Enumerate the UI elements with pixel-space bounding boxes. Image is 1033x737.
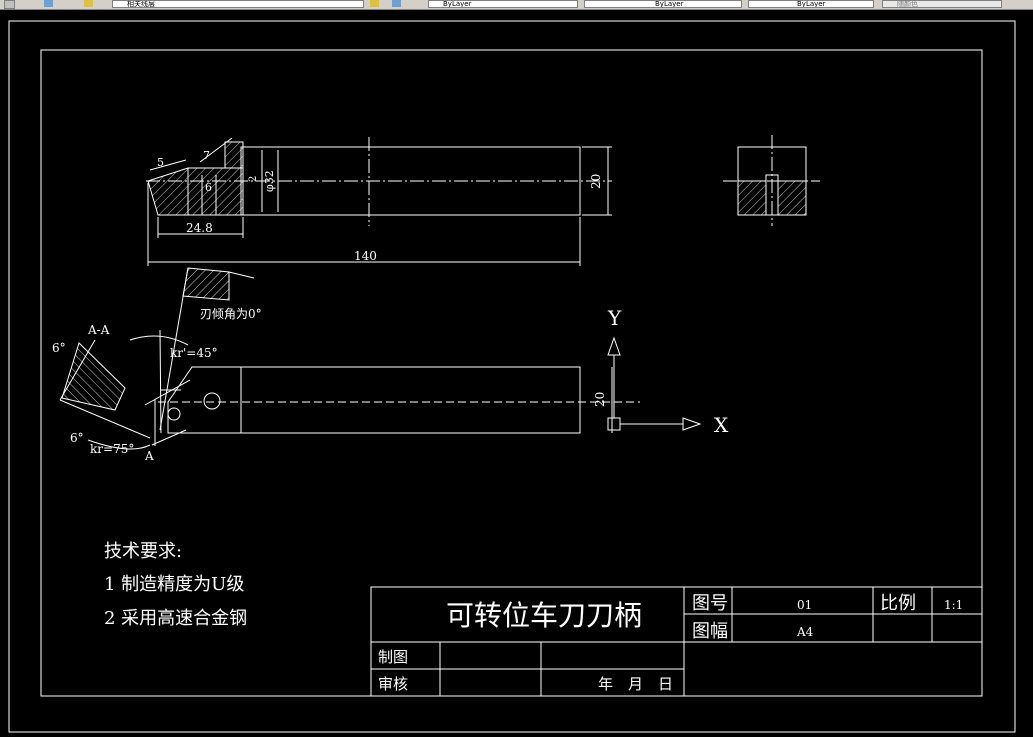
drawn-label: 制图 xyxy=(378,648,408,666)
layer-dropdown[interactable]: 相关线层 xyxy=(112,0,364,8)
color-dropdown[interactable]: ByLayer xyxy=(428,0,578,8)
layer-state-icon[interactable] xyxy=(44,0,53,7)
dim-plan-20: 20 xyxy=(593,392,607,407)
tech-requirements-heading: 技术要求: xyxy=(104,541,182,562)
scale-label: 比例 xyxy=(880,593,916,614)
dim-140: 140 xyxy=(354,249,377,263)
tech-requirement-1: 1 制造精度为U级 xyxy=(104,574,244,595)
dim-7: 7 xyxy=(203,149,210,162)
dim-phi32: φ32 xyxy=(263,170,276,192)
layer-manager-icon[interactable] xyxy=(4,0,15,9)
plotstyle-dropdown[interactable]: 随颜色 xyxy=(882,0,1002,8)
angle-6-bottom: 6° xyxy=(70,431,84,445)
lineweight-dropdown[interactable]: ByLayer xyxy=(748,0,874,8)
cad-drawing[interactable]: 140 24.8 20 φ32 5 7 2 6 20 刃倾角为0° A-A 6°… xyxy=(0,10,1033,737)
side-view xyxy=(723,135,820,226)
axis-y-label: Y xyxy=(607,306,622,330)
linetype-dropdown[interactable]: ByLayer xyxy=(584,0,742,8)
make-current-layer-icon[interactable] xyxy=(370,0,379,7)
sheet-label: 图幅 xyxy=(692,621,728,642)
section-mark-a: A xyxy=(144,449,154,463)
title-block xyxy=(370,540,983,697)
inclination-detail xyxy=(159,267,255,431)
tech-requirement-2: 2 采用高速合金钢 xyxy=(104,608,247,629)
sheet-value: A4 xyxy=(796,625,814,639)
dim-6: 6 xyxy=(205,181,212,194)
kr-45: kr'=45° xyxy=(170,346,218,360)
angle-6-top: 6° xyxy=(52,341,66,355)
drawing-no-label: 图号 xyxy=(692,593,728,614)
properties-toolbar: 相关线层 ByLayer ByLayer ByLayer 随颜色 xyxy=(0,0,1033,10)
dim-height-20: 20 xyxy=(589,174,603,189)
dim-5: 5 xyxy=(157,156,164,169)
date-label: 年 月 日 xyxy=(598,675,673,693)
scale-value: 1:1 xyxy=(944,598,963,612)
drawing-no-value: 01 xyxy=(797,598,812,612)
dim-2: 2 xyxy=(248,176,259,182)
plan-view xyxy=(59,329,640,450)
ucs-icon xyxy=(607,336,702,431)
front-view xyxy=(146,137,612,266)
kr-75: kr=75° xyxy=(90,442,134,456)
layer-previous-icon[interactable] xyxy=(392,0,401,7)
axis-x-label: X xyxy=(714,413,729,437)
drawing-title: 可转位车刀刀柄 xyxy=(446,599,642,632)
lightbulb-icon[interactable] xyxy=(84,0,93,7)
sheet-outer-frame xyxy=(8,20,1016,733)
section-label: A-A xyxy=(87,323,110,337)
checked-label: 审核 xyxy=(378,675,408,693)
model-space-viewport[interactable]: 140 24.8 20 φ32 5 7 2 6 20 刃倾角为0° A-A 6°… xyxy=(0,10,1033,737)
inclination-note: 刃倾角为0° xyxy=(200,307,262,321)
dim-24-8: 24.8 xyxy=(186,221,213,235)
